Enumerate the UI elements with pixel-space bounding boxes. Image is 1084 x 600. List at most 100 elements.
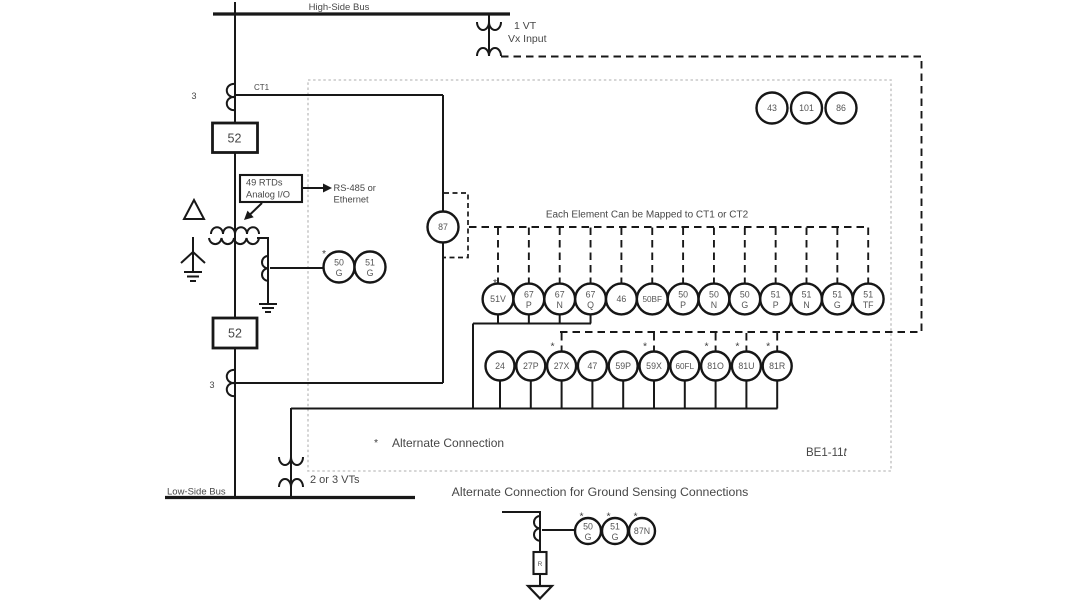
element-circle [755,91,789,125]
element-label: 27P [523,361,539,371]
element-label: * [735,341,739,353]
vt-count-label: 1 VT [514,20,537,32]
breaker-52-top-label: 52 [228,132,242,146]
generated-solid-drops [497,314,779,409]
element-label: 51 [610,521,620,531]
alt-note-marker: * [374,437,378,449]
element-67n: 67N [543,282,577,316]
element-circle [576,350,609,382]
element-label: 51V [490,294,506,304]
mapping-note: Each Element Can be Mapped to CT1 or CT2 [546,210,749,221]
element-circle [669,350,701,382]
element-43: 43 [755,91,789,125]
element-circle [761,350,793,382]
element-label: 24 [495,361,505,371]
element-label: P [680,300,686,310]
element-51g: 51G [820,282,854,316]
element-label: 43 [767,103,777,113]
element-50bf: 50BF [635,282,669,316]
element-59x: 59X [638,350,670,382]
vt-top-coil-primary-icon [476,21,502,31]
vts-coil-secondary-icon [278,478,304,488]
element-label: N [557,300,563,310]
element-label: 51 [802,289,812,299]
element-label: 27X [554,361,570,371]
element-label: * [322,248,326,260]
rtd-arrowhead-icon [244,210,254,220]
element-51g: 51G [353,250,387,284]
element-label: 50 [583,521,593,531]
element-circle [730,350,763,382]
element-label: 47 [588,361,598,371]
element-circle [607,350,639,382]
element-label: 50 [740,289,750,299]
element-label: 50 [709,289,719,299]
element-51p: 51P [759,282,793,316]
element-label: 86 [836,103,846,113]
element-59p: 59P [607,350,639,382]
ct1-icon [225,82,236,112]
element-86: 86 [824,91,858,125]
element-label: 81O [707,361,724,371]
wye-winding-icon [180,237,206,272]
element-label: TF [863,300,874,310]
resistor-label: R [538,561,543,568]
element-label: * [579,511,583,523]
vts-coil-primary-icon [278,456,304,466]
delta-winding-icon [182,197,206,220]
element-label: * [766,341,770,353]
comm-arrowhead-icon [323,183,332,193]
element-bus-lines [291,322,778,410]
element-label: 59P [615,361,631,371]
resistor-box [532,550,548,576]
breaker-52-bottom-box [211,316,259,350]
ct1-label: CT1 [254,83,270,92]
element-label: N [711,300,717,310]
element-46: 46 [604,282,638,316]
element-label: 51 [771,289,781,299]
element-label: G [367,268,374,278]
element-47: 47 [576,350,609,382]
element-circle [824,91,858,125]
element-87n: 87N [627,516,657,546]
element-label: * [493,277,497,289]
element-50p: 50P [666,282,700,316]
ground-sensing-title: Alternate Connection for Ground Sensing … [452,485,749,499]
element-81u: 81U [730,350,763,382]
element-67q: 67Q [573,282,608,316]
element-circle [545,350,578,382]
rtd-arrow-line [248,202,263,217]
element-60fl: 60FL [669,350,701,382]
generated-dashed-drops [497,227,870,352]
element-label: 67 [524,289,534,299]
ct2-icon [225,368,236,398]
element-label: * [643,341,647,353]
element-label: 50 [334,257,344,267]
element-101: 101 [789,91,824,125]
element-circle [699,350,732,382]
element-50n: 50N [697,282,731,316]
rtd-box-line2: Analog I/O [246,190,290,200]
dashed-wiring [444,55,923,352]
element-circle [789,91,824,125]
comm-line1: RS-485 or [334,183,376,193]
high-side-bus-label: High-Side Bus [309,2,370,13]
element-circle [627,516,657,546]
element-label: G [834,300,841,310]
element-label: 87 [438,222,448,232]
element-label: 67 [555,289,565,299]
element-81r: 81R [761,350,793,382]
ground-arrow-icon [525,584,555,600]
device-label: BE1-11t [806,447,848,459]
rtd-io-box [238,173,304,204]
breaker-52-top-box [211,121,259,154]
element-51n: 51N [789,282,824,316]
diff-element-dashed-bracket [444,192,469,259]
ct1-count: 3 [191,91,196,101]
wye-ground-icon [184,271,202,282]
element-label: G [741,300,748,310]
element-label: * [633,511,637,523]
element-27x: 27X [545,350,578,382]
element-label: P [526,300,532,310]
